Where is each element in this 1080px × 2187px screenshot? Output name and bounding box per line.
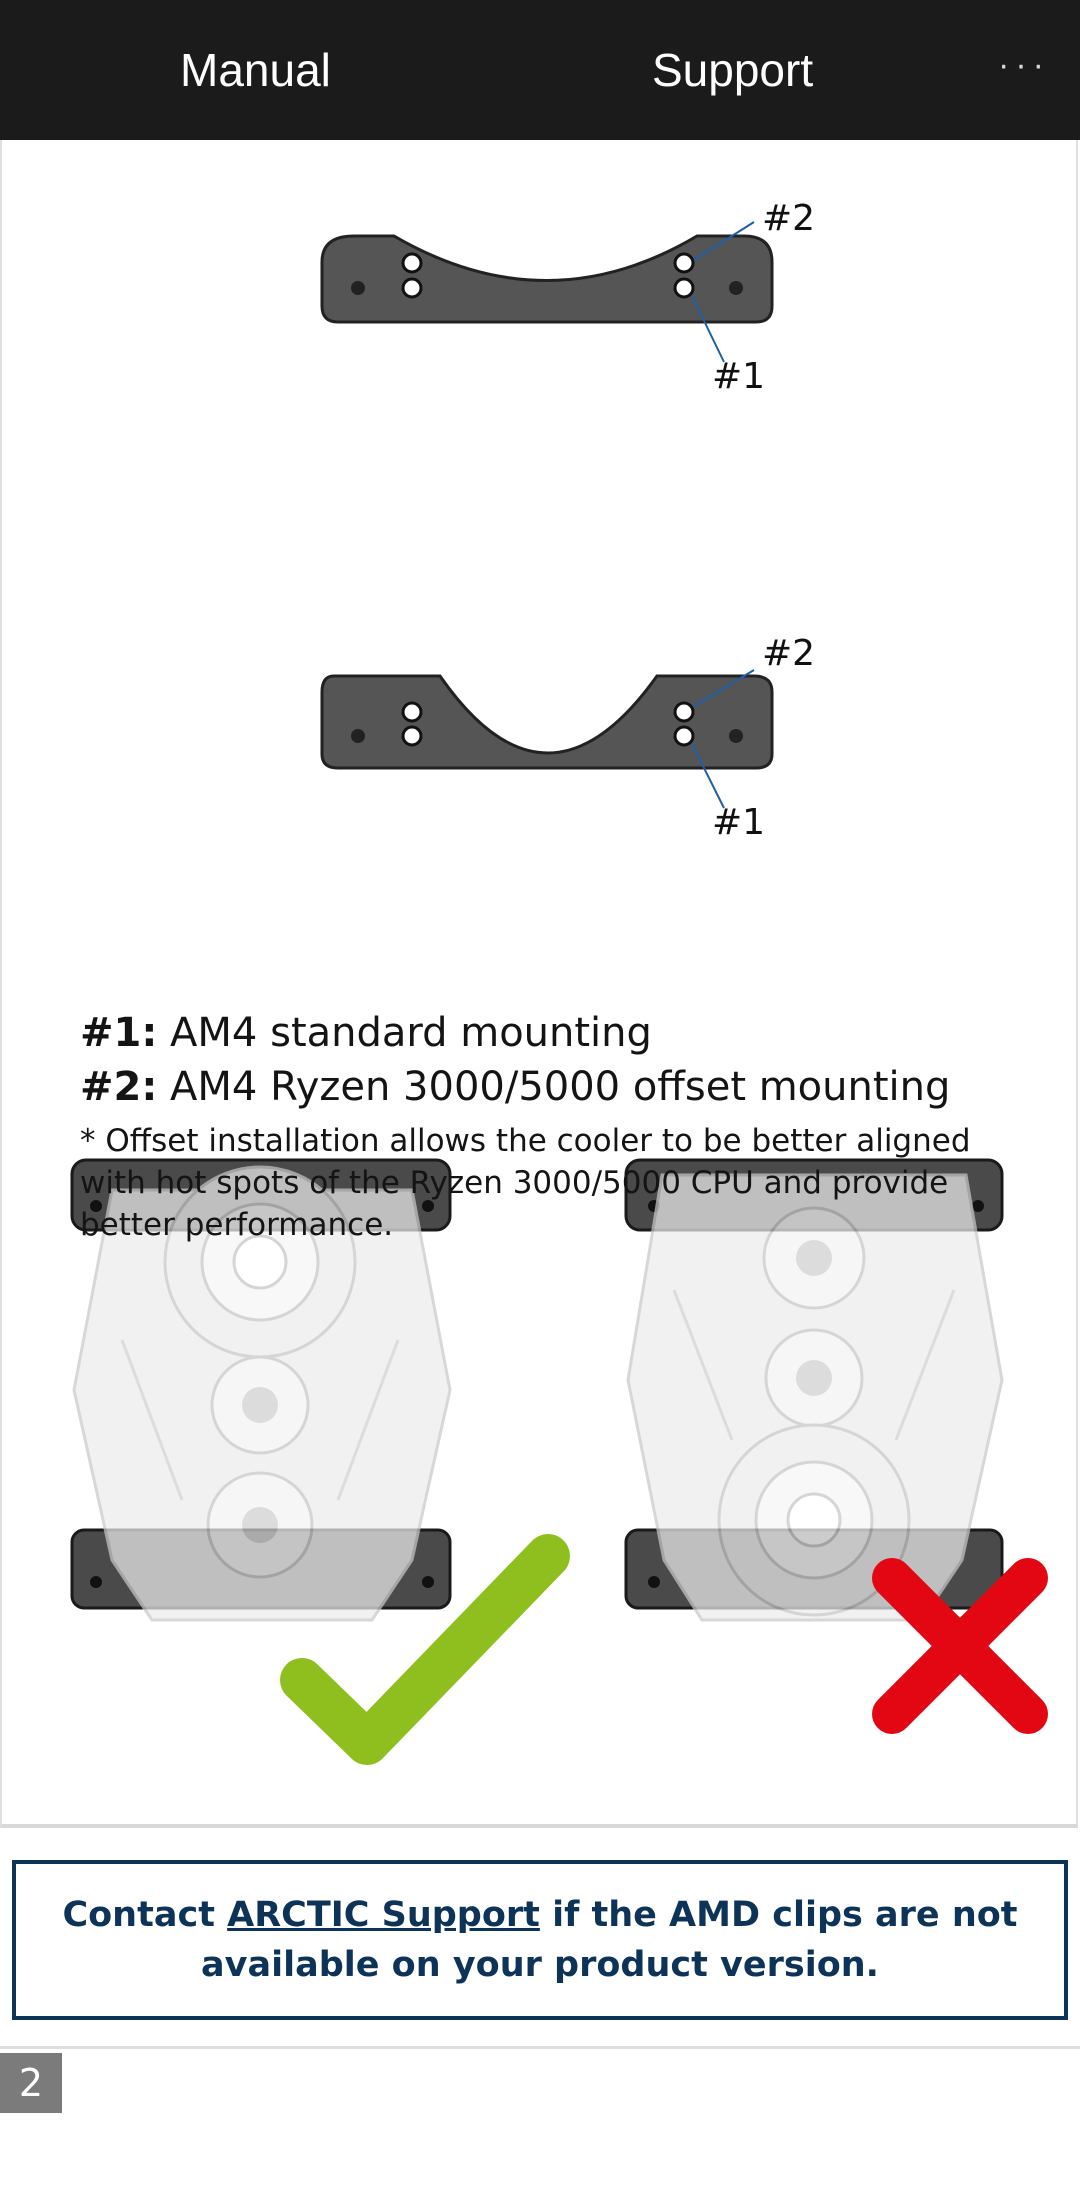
- tab-support[interactable]: Support: [652, 44, 814, 96]
- mounting-diagram: #2 #1 #2 #1: [70, 198, 1048, 1765]
- legend-text: AM4 standard mounting: [157, 1010, 652, 1056]
- cross-icon: [872, 1558, 1048, 1734]
- page-number-badge: 2: [0, 2053, 62, 2113]
- offset-note: * Offset installation allows the cooler …: [80, 1123, 971, 1243]
- bracket-standard: #2 #1: [320, 198, 815, 397]
- cooler-outline: [72, 1165, 452, 1622]
- correct-orientation-example: [70, 1158, 570, 1765]
- bracket-offset: #2 #1: [320, 633, 815, 843]
- notice-suffix: if the AMD clips are not available on yo…: [201, 1895, 1018, 1985]
- top-navigation-bar: Manual Support ···: [0, 0, 1080, 140]
- next-manual-page: 2: [0, 2046, 1080, 2187]
- manual-page: #2 #1 #2 #1: [0, 140, 1078, 1828]
- legend-item-standard: #1: AM4 standard mounting: [80, 1006, 1040, 1060]
- callout-1: #1: [712, 356, 765, 397]
- support-notice: Contact ARCTIC Support if the AMD clips …: [12, 1860, 1068, 2020]
- arctic-support-link[interactable]: ARCTIC Support: [227, 1895, 540, 1935]
- notice-prefix: Contact: [62, 1895, 228, 1935]
- legend-text: AM4 Ryzen 3000/5000 offset mounting: [157, 1064, 951, 1110]
- tab-manual[interactable]: Manual: [180, 44, 331, 96]
- incorrect-orientation-example: [624, 1158, 1048, 1734]
- callout-1: #1: [712, 802, 765, 843]
- callout-2: #2: [762, 633, 815, 674]
- checkmark-icon: [280, 1534, 570, 1765]
- legend-item-offset: #2: AM4 Ryzen 3000/5000 offset mounting: [80, 1060, 1040, 1114]
- mounting-legend: #1: AM4 standard mounting #2: AM4 Ryzen …: [80, 1006, 1040, 1246]
- more-options-button[interactable]: ···: [998, 46, 1050, 84]
- callout-2: #2: [762, 198, 815, 239]
- legend-key: #2:: [80, 1064, 158, 1110]
- legend-key: #1:: [80, 1010, 158, 1056]
